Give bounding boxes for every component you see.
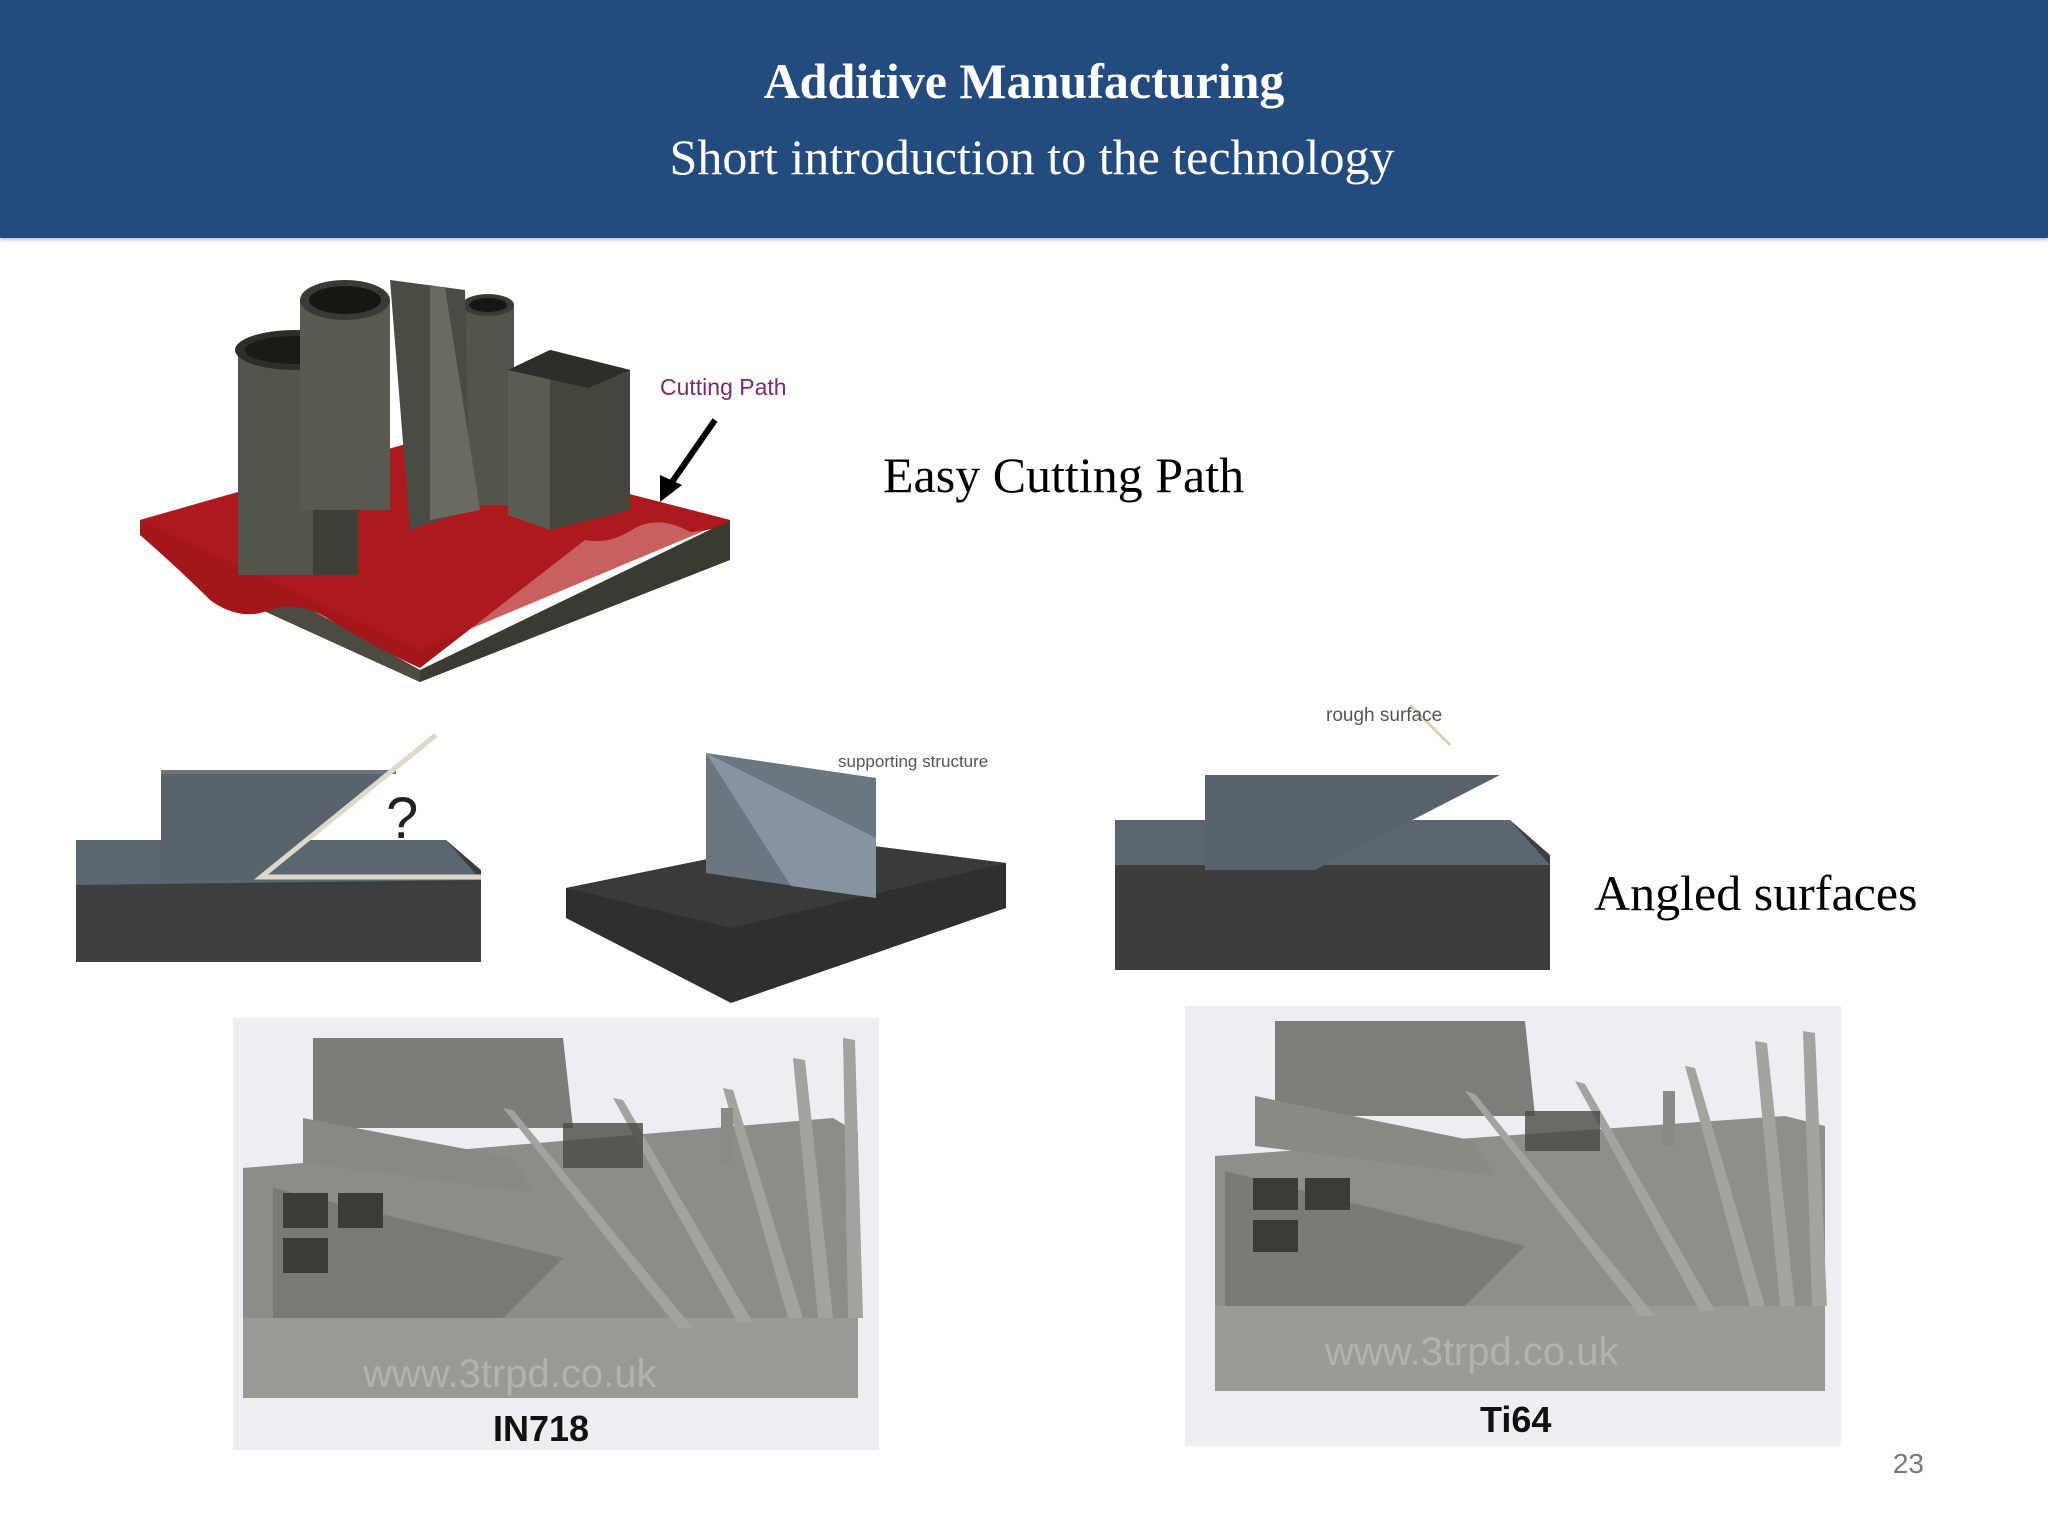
angled-question-figure: ? xyxy=(76,730,496,970)
cutting-path-figure: Cutting Path xyxy=(130,270,810,690)
supporting-structure-annotation: supporting structure xyxy=(838,752,989,771)
in718-watermark: www.3trpd.co.uk xyxy=(363,1352,657,1396)
ti64-label: Ti64 xyxy=(1480,1399,1552,1440)
rough-surface-annotation: rough surface xyxy=(1326,705,1443,726)
cutting-path-annotation: Cutting Path xyxy=(660,374,787,400)
in718-photo: www.3trpd.co.uk IN718 xyxy=(233,1018,879,1450)
slide-header: Additive Manufacturing Short introductio… xyxy=(0,0,2048,238)
question-mark-annotation: ? xyxy=(386,786,419,851)
easy-cutting-path-label: Easy Cutting Path xyxy=(883,447,1245,503)
ti64-photo: www.3trpd.co.uk Ti64 xyxy=(1185,1006,1841,1446)
in718-label: IN718 xyxy=(493,1408,590,1449)
ti64-watermark: www.3trpd.co.uk xyxy=(1325,1330,1619,1374)
slide-number: 23 xyxy=(1892,1448,1924,1479)
slide-title: Additive Manufacturing xyxy=(763,53,1285,109)
slide-subtitle: Short introduction to the technology xyxy=(669,129,1395,185)
angled-surfaces-label: Angled surfaces xyxy=(1594,865,1918,921)
supporting-structure-figure: supporting structure xyxy=(566,748,1016,1008)
rough-surface-figure: rough surface xyxy=(1110,705,1560,975)
